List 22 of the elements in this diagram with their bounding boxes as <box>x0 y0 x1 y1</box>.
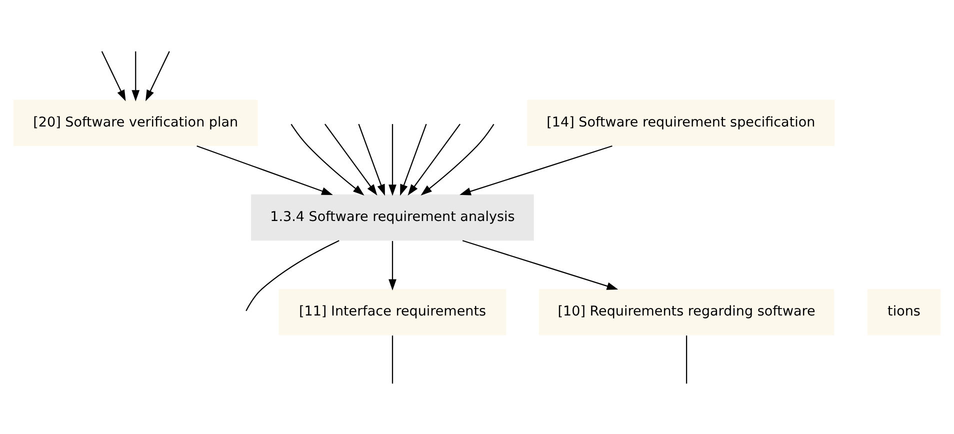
node-box: [10] Requirements regarding software <box>538 288 834 335</box>
arrow <box>420 123 494 195</box>
arrow <box>408 123 460 196</box>
node-box: [14] Software requirement specification <box>527 99 835 146</box>
connector <box>246 240 340 311</box>
arrow <box>290 123 364 195</box>
arrow <box>324 123 378 196</box>
node-box: [20] Software verification plan <box>13 99 258 146</box>
node-box: 1.3.4 Software requirement analysis <box>251 194 534 240</box>
arrow <box>146 50 170 101</box>
arrow <box>358 123 385 196</box>
arrow <box>388 240 396 290</box>
connector <box>392 335 394 384</box>
arrow <box>462 240 618 290</box>
arrow <box>400 123 427 196</box>
arrow <box>101 50 126 101</box>
arrow <box>132 50 140 101</box>
node-box: [11] Interface requirements <box>278 288 506 335</box>
arrow <box>460 144 612 195</box>
arrow <box>196 144 333 194</box>
connector <box>686 335 688 384</box>
arrow <box>388 124 396 196</box>
